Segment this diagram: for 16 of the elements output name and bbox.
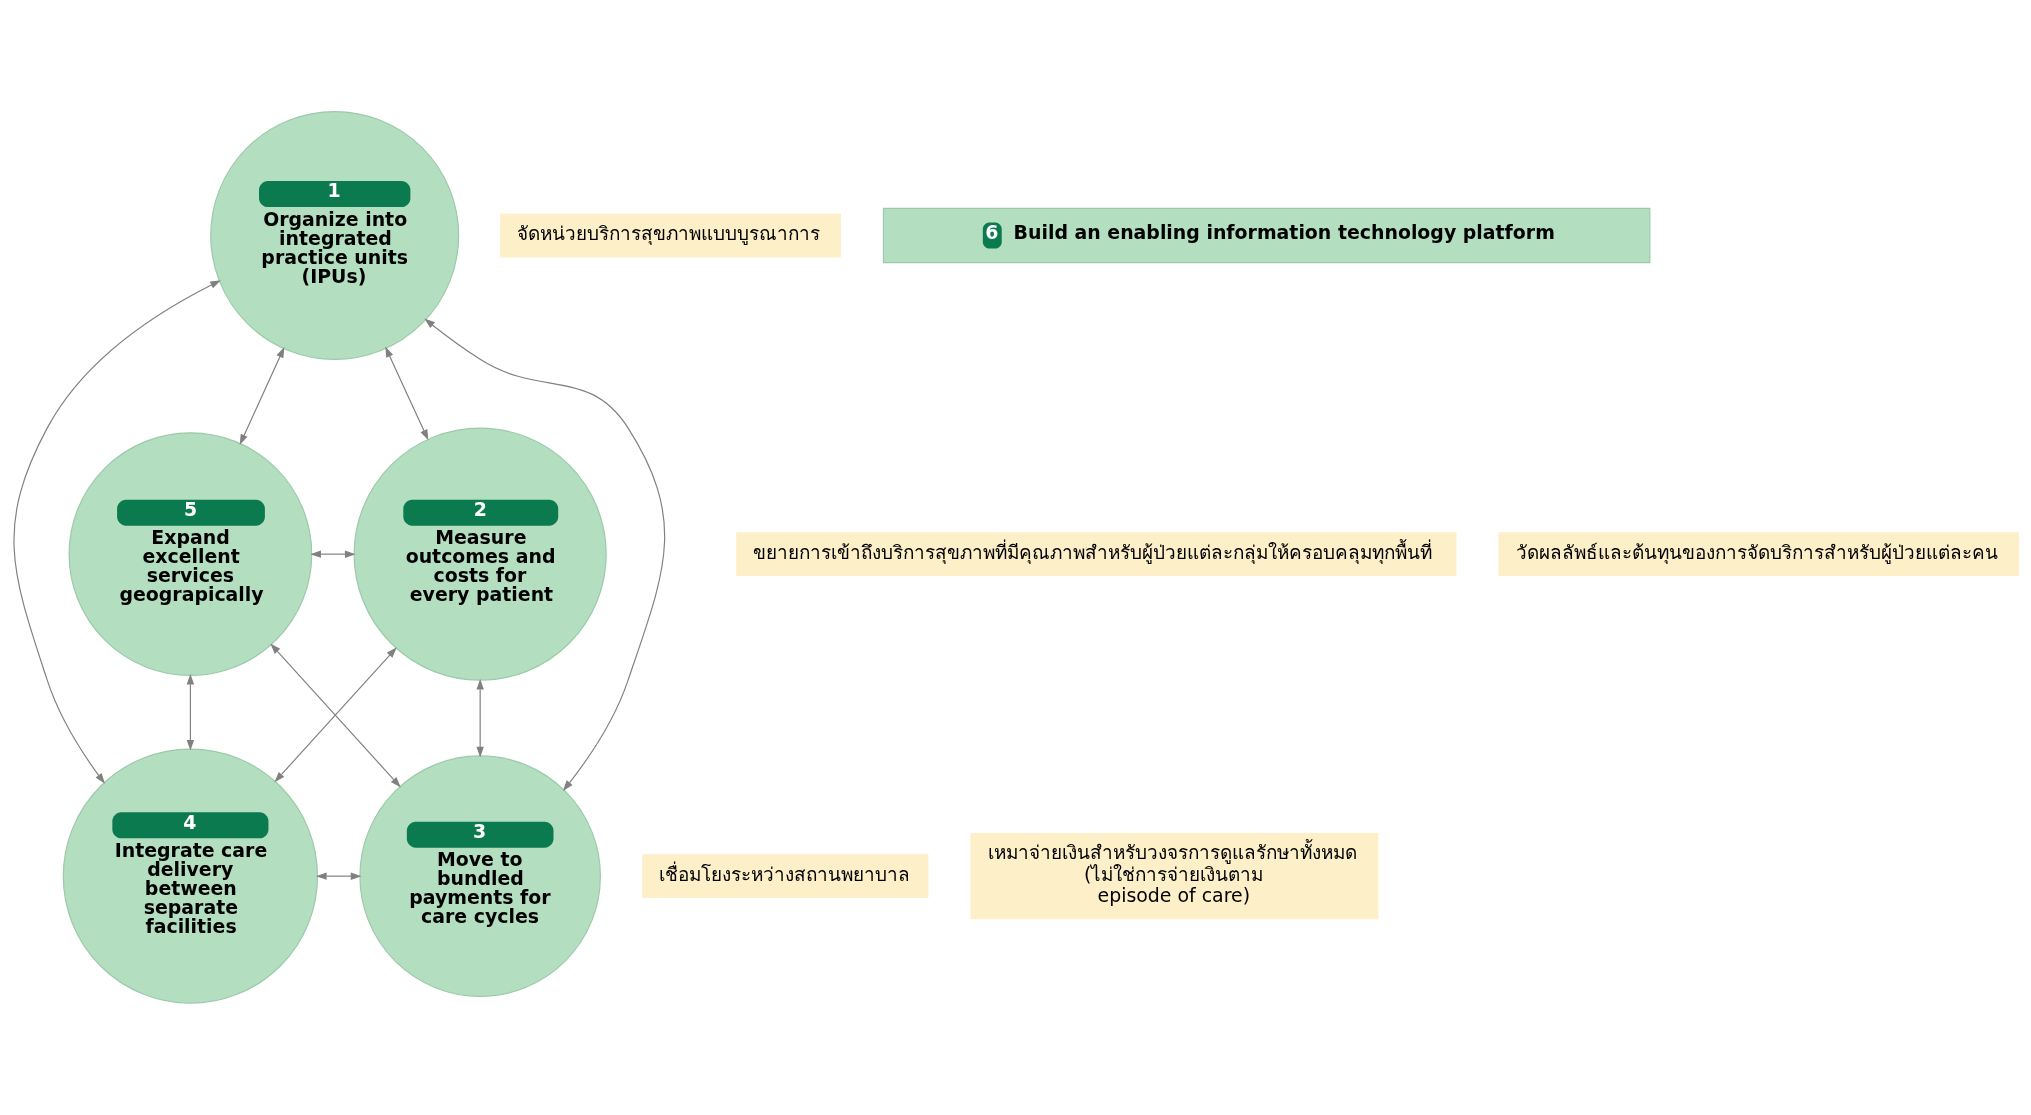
arrow (239, 347, 284, 445)
node-box: 6 Build an enabling information technology platform (882, 207, 1650, 264)
node-circle: 3 Move to bundled payments for care cycles (358, 755, 601, 997)
arrow (309, 550, 356, 558)
node-box: วัดผลลัพธ์และต้นทุนของการจัดบริการสำหรับผู้ป่วยแต่ละคน (1497, 532, 2019, 577)
arrow (186, 673, 194, 751)
arrow (384, 346, 428, 441)
node-box: เชื่อมโยงระหว่างสถานพยาบาล (641, 854, 928, 899)
node-box: เหมาจ่ายเงินสำหรับวงจรการดูแลรักษาทั้งหมด (ไม่ใช่การจ่ายเงินตาม episode of care) (969, 833, 1378, 920)
node-circle: 4 Integrate care delivery between separate facilities (62, 748, 318, 1004)
arrow (475, 678, 484, 758)
arrow (423, 318, 665, 792)
arrow (13, 280, 221, 784)
node-box: จัดหน่วยบริการสุขภาพแบบบูรณาการ (499, 213, 841, 258)
node-box: ขยายการเข้าถึงบริการสุขภาพที่มีคุณภาพสำหรับผู้ป่วยแต่ละกลุ่มให้ครอบคลุมทุกพื้นที่ (735, 532, 1456, 577)
arrow (315, 872, 361, 880)
